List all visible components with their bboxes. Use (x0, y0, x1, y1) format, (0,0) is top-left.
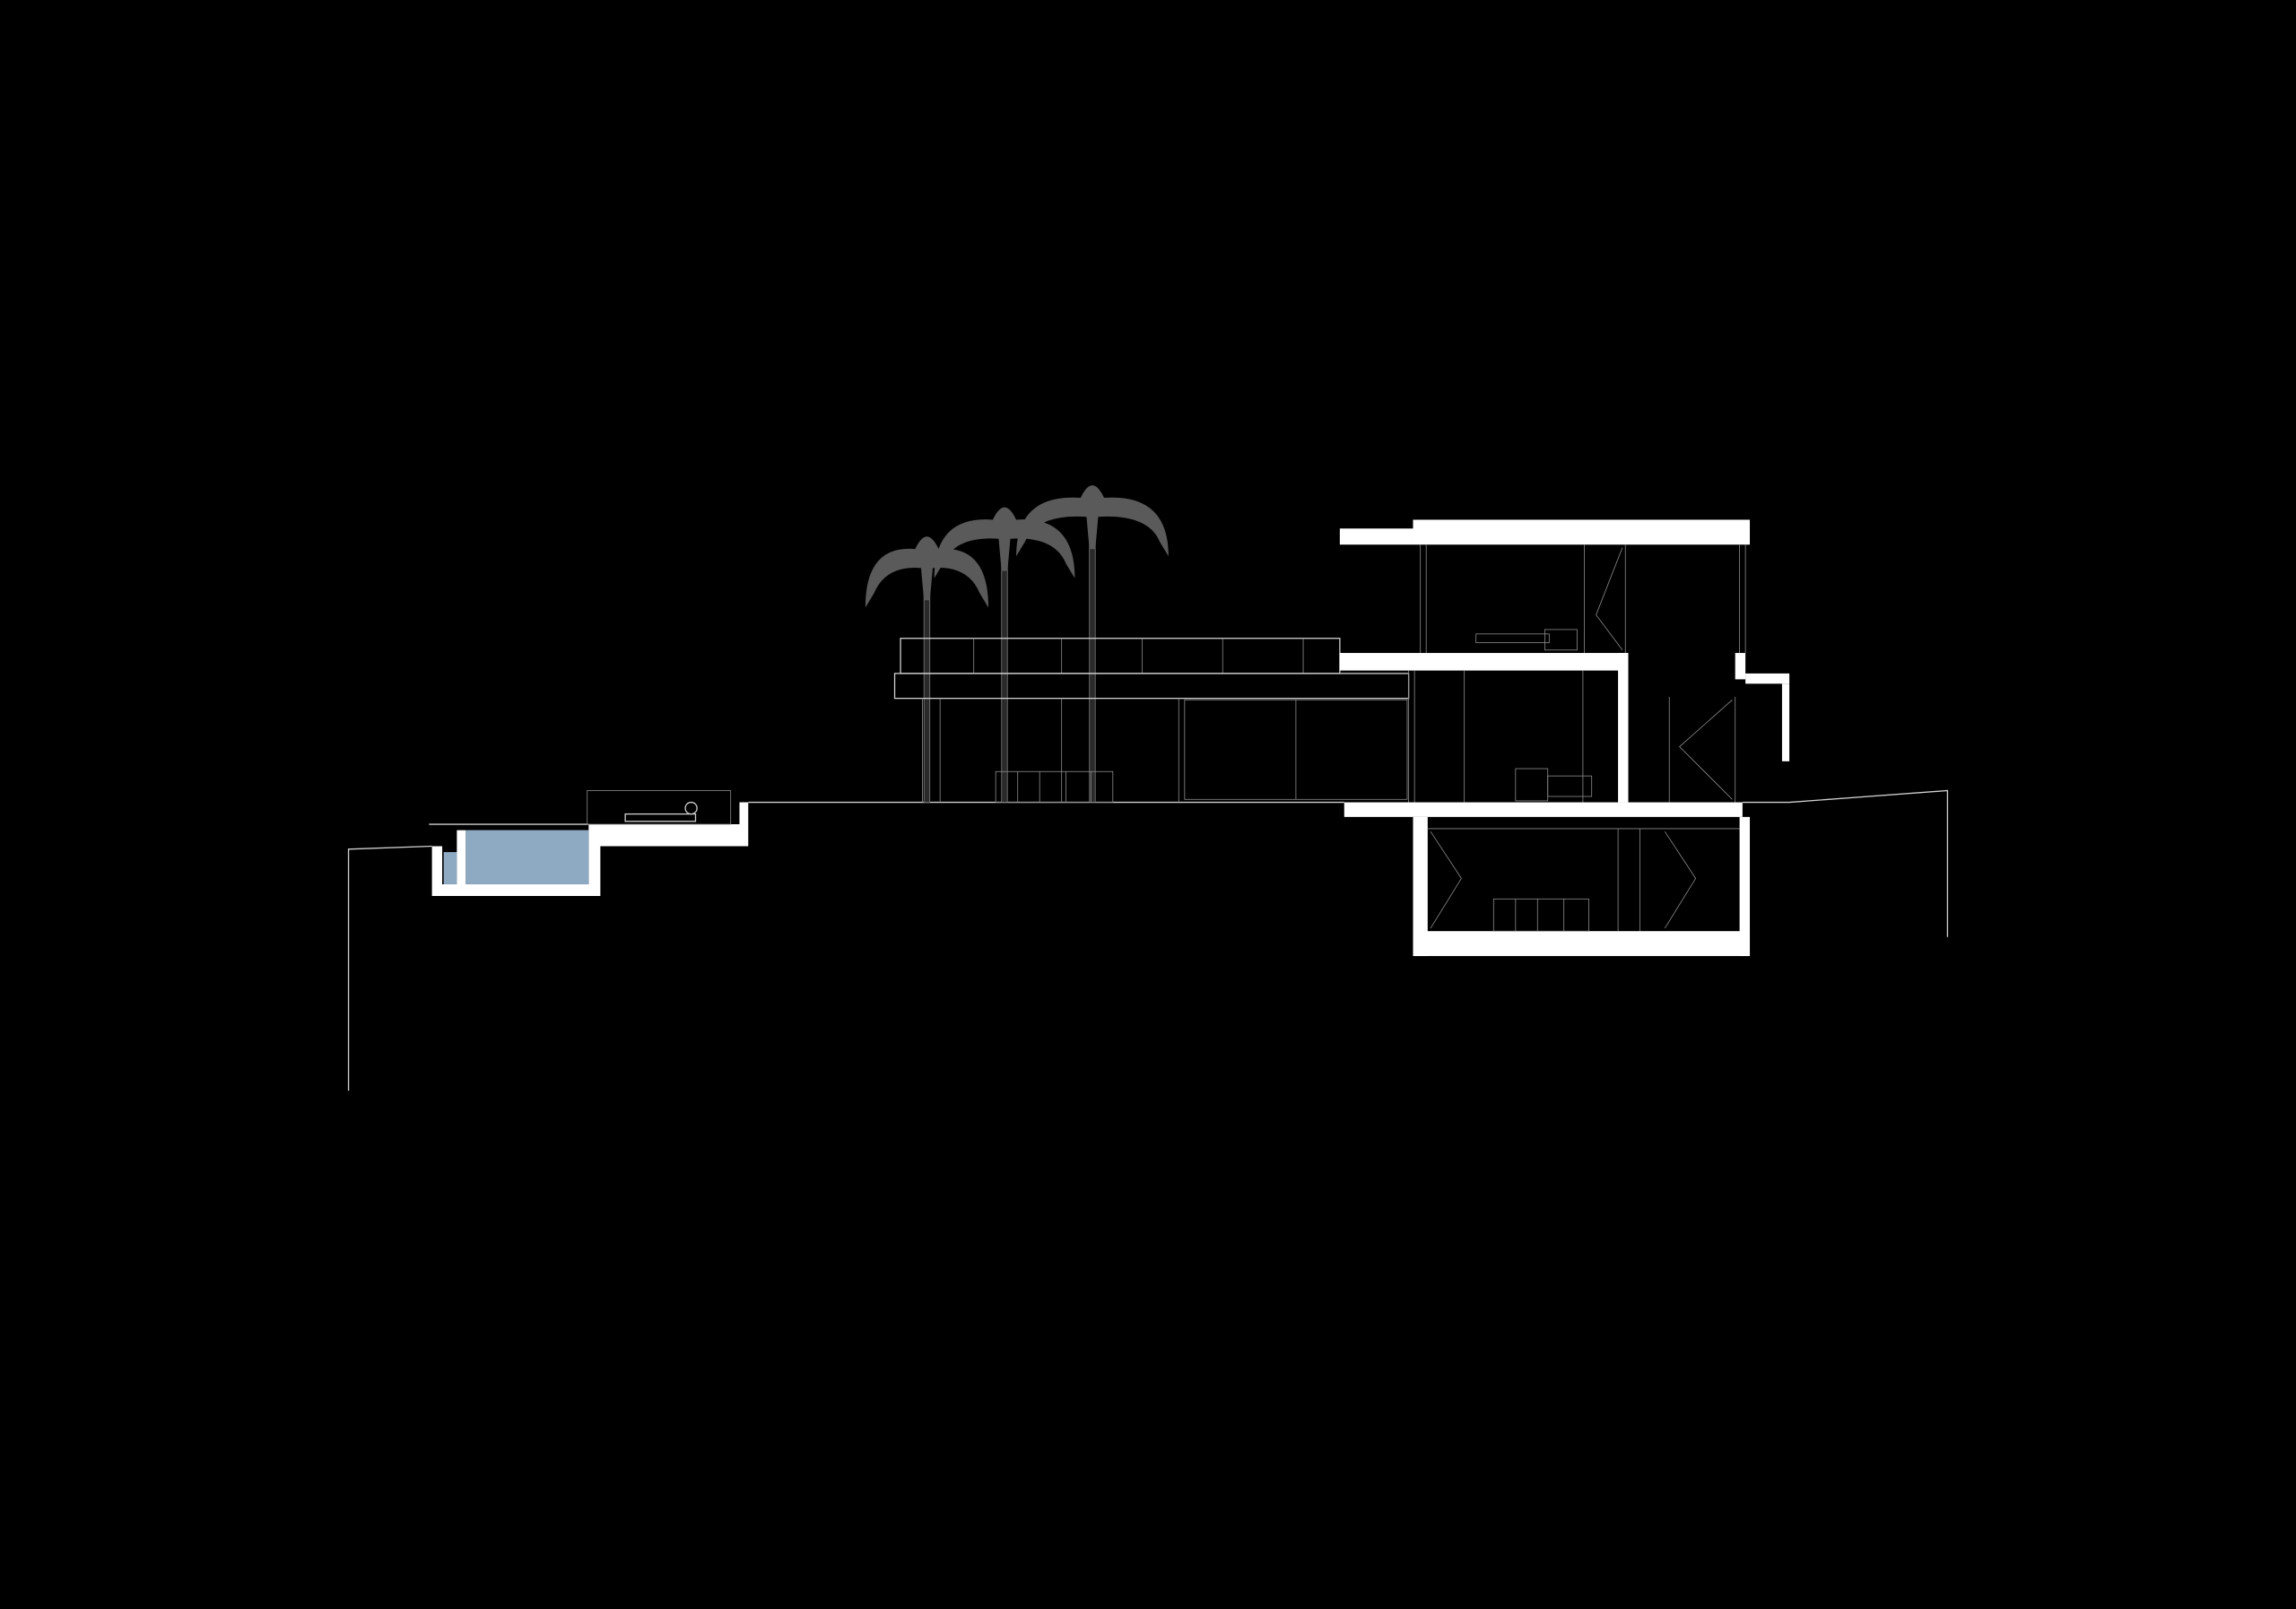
palm-trunk (923, 570, 931, 803)
pool (429, 790, 749, 897)
pool-water (465, 830, 589, 884)
pool-water-channel (443, 852, 457, 884)
palm-trunk (1001, 541, 1008, 803)
basement (1413, 816, 1751, 956)
sun-lounger (624, 813, 697, 822)
palm-fronds (934, 507, 1075, 578)
palm-fronds (1016, 485, 1169, 557)
palm-fronds (865, 536, 989, 608)
upper-floor (1339, 519, 1751, 671)
ground-floor (1344, 653, 1790, 817)
palm-trunk (1089, 519, 1096, 803)
